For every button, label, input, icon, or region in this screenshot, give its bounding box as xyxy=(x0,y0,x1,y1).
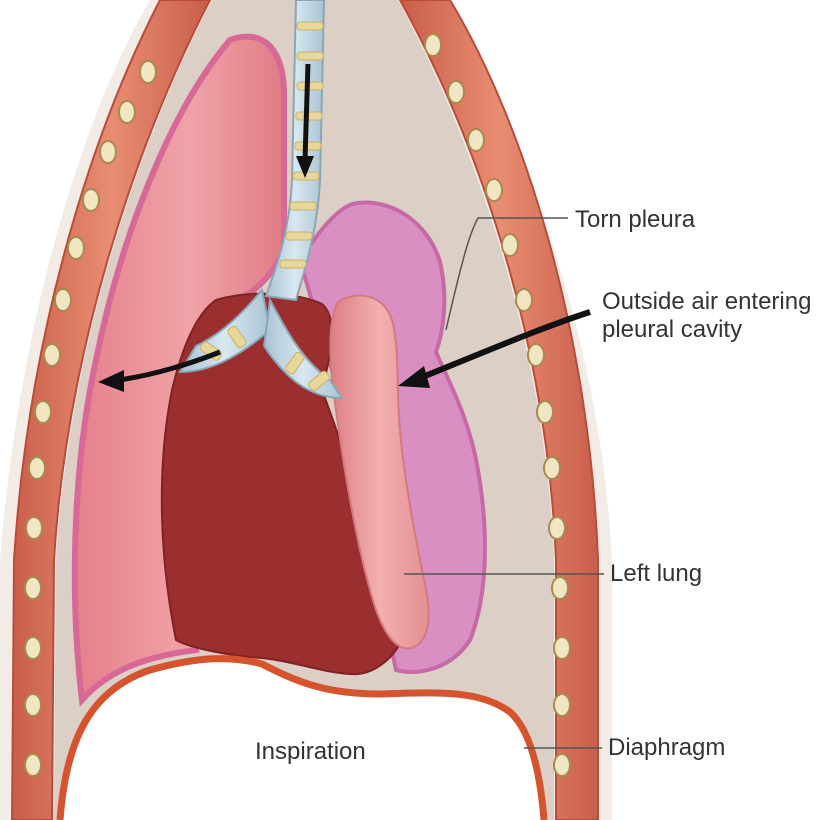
outside-air-label: Outside air entering pleural cavity xyxy=(602,288,811,343)
trachea-down-arrow xyxy=(305,64,308,160)
inspiration-label: Inspiration xyxy=(255,738,366,766)
outside-air-label-line2: pleural cavity xyxy=(602,316,811,344)
outside-air-label-line1: Outside air entering xyxy=(602,288,811,316)
diaphragm-label: Diaphragm xyxy=(608,734,725,762)
torn-pleura-label: Torn pleura xyxy=(575,206,695,234)
left-lung-label: Left lung xyxy=(610,560,702,588)
